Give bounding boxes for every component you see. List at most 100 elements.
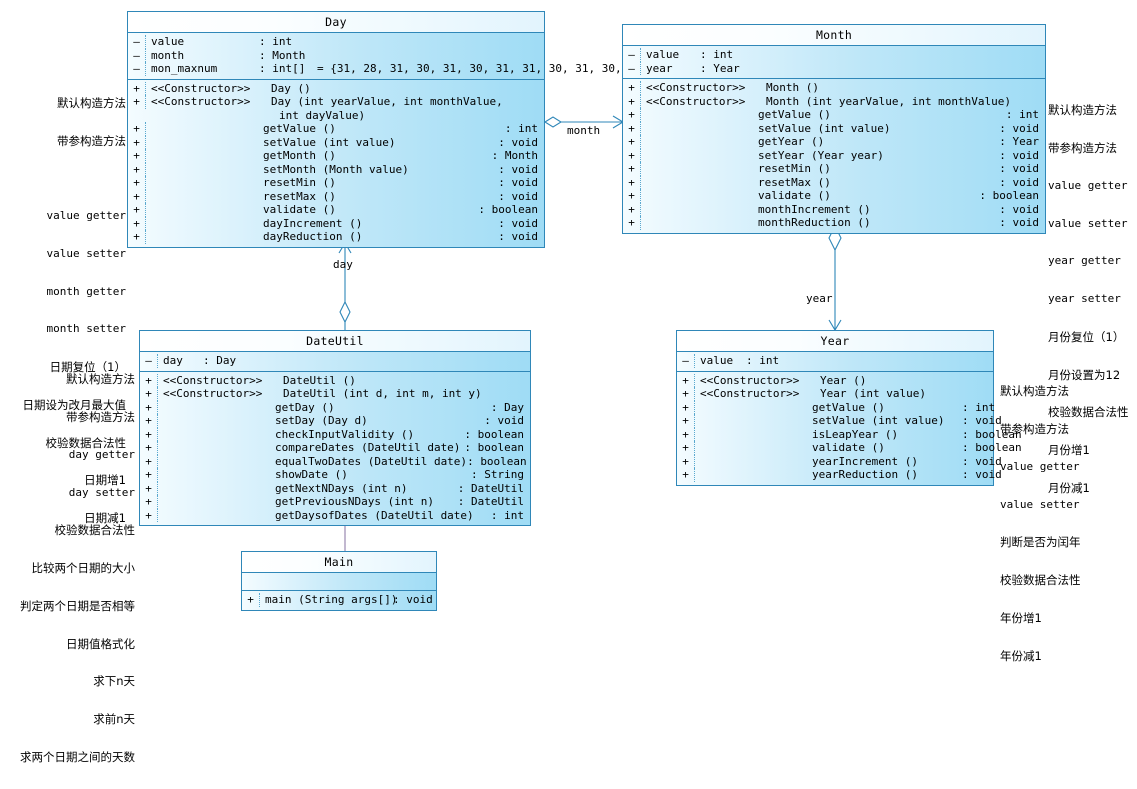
operation-row: + getValue () : int	[677, 400, 995, 414]
annotation-line: 日期增1	[84, 473, 126, 488]
visibility-marker: +	[623, 121, 641, 135]
attribute-row: – mon_maxnum : int[] = {31, 28, 31, 30, …	[128, 62, 648, 76]
operation-row: + validate () : boolean	[623, 189, 1045, 203]
visibility-marker: +	[677, 441, 695, 455]
annotation-line: 月份减1	[1048, 481, 1090, 495]
operation-row: + resetMax () : void	[128, 189, 544, 203]
operation-row: + validate () : boolean	[128, 203, 544, 217]
operation-name: resetMin ()	[758, 162, 831, 175]
operation-name: resetMax ()	[263, 189, 336, 203]
operation-return: : void	[498, 230, 538, 243]
operation-name: dayReduction ()	[263, 230, 363, 243]
class-title-main: Main	[242, 552, 436, 573]
visibility-marker: +	[623, 94, 641, 108]
visibility-marker: +	[677, 414, 695, 428]
class-operations-year: + <<Constructor>> Year () + <<Constructo…	[677, 372, 1022, 485]
attribute-row: – month : Month	[128, 48, 544, 62]
annotation-line: 默认构造方法	[66, 372, 135, 387]
operation-name: Day (int yearValue, int monthValue,	[271, 95, 503, 108]
operation-return: : void	[484, 414, 524, 427]
class-title-month: Month	[623, 25, 1045, 46]
operation-name: setDay (Day d)	[275, 414, 368, 427]
stereotype: <<Constructor>>	[700, 387, 800, 400]
class-attributes-month: – value : int – year : Year	[623, 46, 1045, 79]
visibility-marker: +	[140, 400, 158, 414]
operation-row: + getValue () : int	[623, 108, 1045, 122]
operation-name: Year (int value)	[820, 387, 926, 400]
stereotype: <<Constructor>>	[151, 81, 251, 95]
operation-row: + <<Constructor>> Month (int yearValue, …	[623, 94, 1045, 108]
operation-name: getValue ()	[812, 400, 885, 414]
operation-return: : boolean	[478, 203, 538, 216]
annotation-line: 默认构造方法	[57, 96, 126, 111]
visibility-marker: –	[128, 48, 146, 62]
operation-return: : void	[999, 162, 1039, 175]
annotation-line: 判断是否为闰年	[1000, 535, 1081, 550]
annotation-line: 校验数据合法性	[1000, 573, 1081, 588]
stereotype: <<Constructor>>	[700, 373, 800, 387]
visibility-marker: +	[128, 203, 146, 217]
operation-return: : void	[999, 202, 1039, 216]
operation-name: main (String args[])	[265, 593, 398, 606]
operation-name: Year ()	[820, 373, 867, 387]
operation-return: : Year	[999, 135, 1039, 148]
class-operations-dateutil: + <<Constructor>> DateUtil () + <<Constr…	[140, 372, 530, 526]
connector-month-year	[828, 224, 842, 332]
operation-return: : void	[498, 135, 538, 149]
visibility-marker: +	[677, 373, 695, 387]
visibility-marker: –	[128, 35, 146, 49]
operation-name: isLeapYear ()	[812, 427, 899, 441]
operation-return: : int	[1005, 108, 1039, 121]
edge-label-day: day	[333, 258, 353, 271]
operation-return: : void	[498, 216, 538, 230]
operation-name: DateUtil ()	[283, 373, 356, 387]
operation-row: + getMonth () : Month	[128, 149, 544, 163]
operation-name: equalTwoDates (DateUtil date)	[275, 454, 468, 468]
annotation-line: 年份减1	[1000, 648, 1042, 663]
operation-name: Month (int yearValue, int monthValue)	[766, 94, 1012, 108]
operation-name: getYear ()	[758, 135, 825, 148]
visibility-marker: +	[140, 427, 158, 441]
operation-return: : int	[490, 508, 524, 522]
annotation-line: value setter	[1048, 216, 1128, 230]
class-box-day[interactable]: Day – value : int – month : Month – mon_…	[127, 11, 648, 248]
visibility-marker: +	[623, 148, 641, 162]
visibility-marker: +	[677, 454, 695, 468]
operation-row: + resetMin () : void	[623, 162, 1045, 176]
class-box-dateutil[interactable]: DateUtil – day : Day + <<Constructor>> D…	[139, 330, 531, 526]
annotation-line: 日期复位（1）	[49, 360, 126, 375]
class-attributes-day: – value : int – month : Month – mon_maxn…	[128, 33, 648, 80]
stereotype: <<Constructor>>	[163, 373, 263, 387]
operation-return: : Month	[491, 149, 538, 162]
attribute-default: = {31, 28, 31, 30, 31, 30, 31, 31, 30, 3…	[317, 62, 649, 75]
operation-row: + setDay (Day d) : void	[140, 414, 530, 428]
annotation-month: 默认构造方法 带参构造方法 value getter value setter …	[1048, 79, 1137, 520]
operation-row: + <<Constructor>> Year (int value)	[677, 387, 993, 401]
class-box-month[interactable]: Month – value : int – year : Year + <<Co…	[622, 24, 1046, 234]
operation-return: : String	[471, 468, 524, 481]
operation-row: + getDay () : Day	[140, 400, 530, 414]
operation-row: + monthReduction () : void	[623, 216, 1045, 230]
operation-return: : void	[498, 176, 538, 189]
annotation-line: 带参构造方法	[1000, 421, 1069, 436]
visibility-marker: +	[677, 387, 695, 401]
class-box-main[interactable]: Main + main (String args[]) : void	[241, 551, 437, 611]
annotation-line: 默认构造方法	[1000, 384, 1069, 399]
visibility-marker: +	[140, 441, 158, 455]
operation-return: : void	[393, 593, 433, 606]
class-title-year: Year	[677, 331, 993, 352]
visibility-marker: +	[623, 202, 641, 216]
annotation-line: value getter	[1000, 459, 1080, 473]
annotation-line: 求下n天	[93, 674, 135, 689]
operation-row: + dayReduction () : void	[128, 230, 544, 244]
class-title-day: Day	[128, 12, 544, 33]
operation-return: : void	[962, 468, 1002, 481]
attribute-type: : int[]	[259, 62, 306, 75]
operation-row: + getDaysofDates (DateUtil date) : int	[140, 508, 530, 522]
visibility-marker: +	[128, 230, 146, 244]
annotation-line: month getter	[46, 284, 126, 298]
attribute-name: year	[646, 61, 673, 75]
operation-row: + monthIncrement () : void	[623, 202, 1045, 216]
operation-row: + getValue () : int	[128, 122, 544, 136]
class-box-year[interactable]: Year – value : int + <<Constructor>> Yea…	[676, 330, 1022, 486]
